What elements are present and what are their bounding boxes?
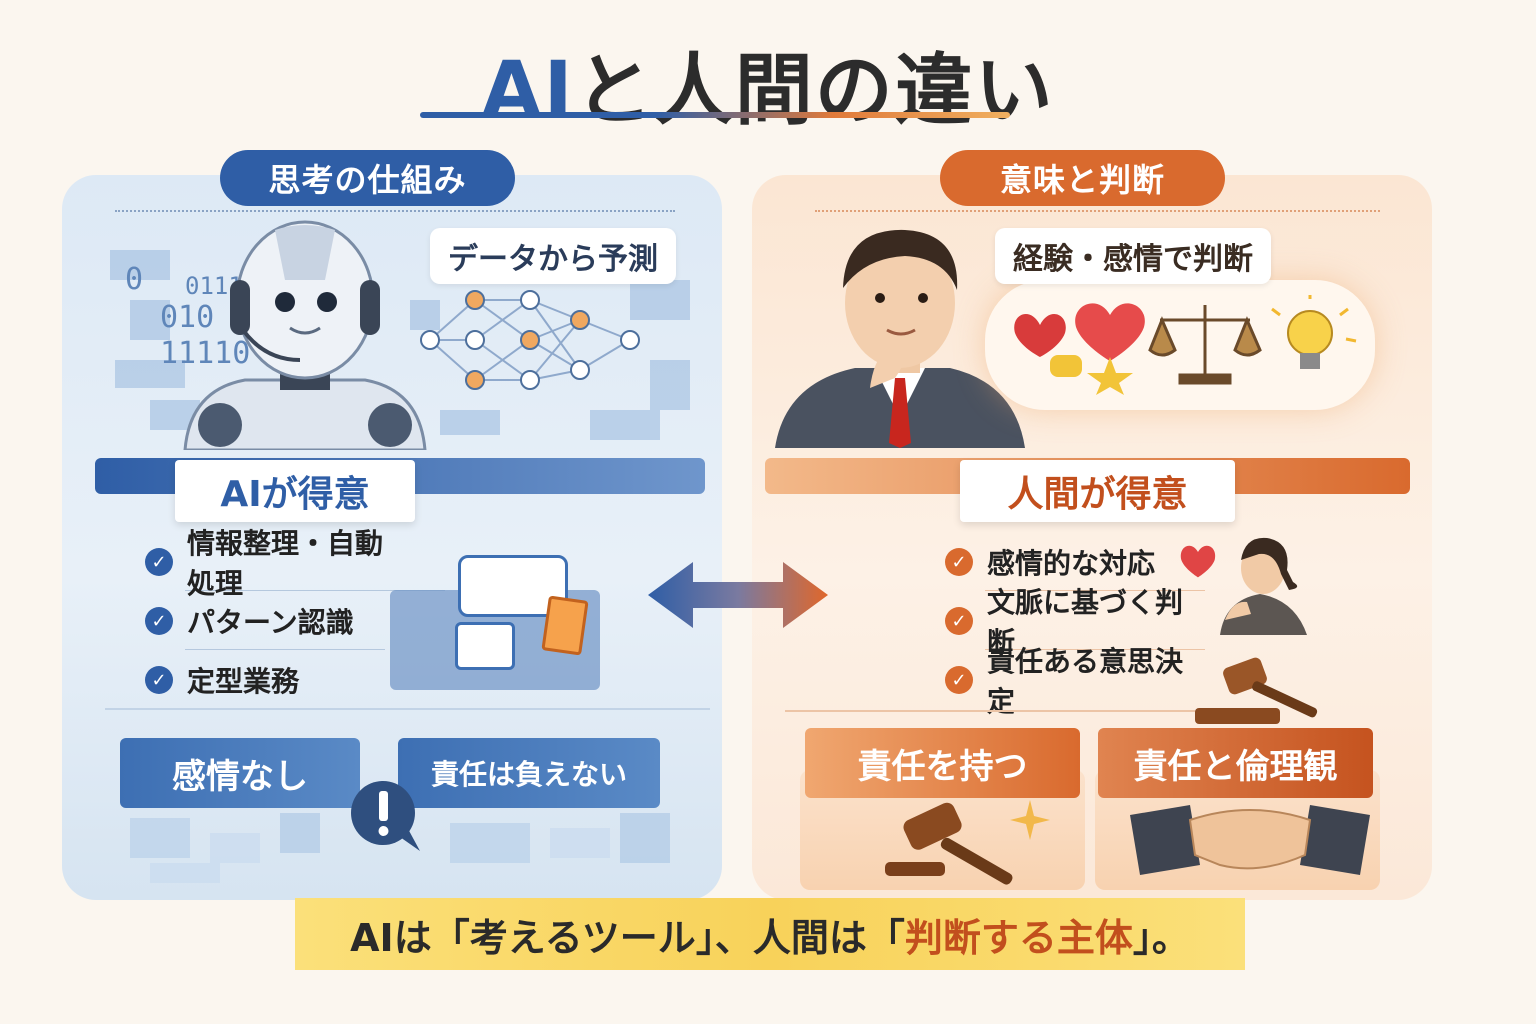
- gavel-icon: [1195, 657, 1318, 724]
- binary-line: 0: [125, 262, 144, 297]
- emotion-icons: [1014, 295, 1357, 395]
- title-underline: [420, 112, 1010, 118]
- list-item-label: パターン認識: [187, 606, 354, 639]
- star-icon: [1087, 357, 1133, 395]
- ai-thinking-header: 思考の仕組み: [220, 150, 515, 206]
- summary-text: 」、人間は「: [695, 915, 905, 960]
- divider: [185, 649, 385, 650]
- divider: [185, 590, 445, 591]
- list-item: ✓ 情報整理・自動処理: [145, 527, 385, 600]
- summary-text: 」。: [1132, 915, 1190, 960]
- list-item: ✓ 責任ある意思決定: [945, 645, 1205, 718]
- no-emotion-label: 感情なし: [120, 738, 360, 808]
- divider: [985, 590, 1205, 591]
- check-icon: ✓: [945, 548, 973, 576]
- responsibility-ethics-label: 責任と倫理観: [1098, 728, 1373, 798]
- human-strength-list: ✓ 感情的な対応 ✓ 文脈に基づく判断 ✓ 責任ある意思決定: [945, 540, 1205, 718]
- heart-icon: [1075, 303, 1145, 361]
- list-item-label: 情報整理・自動処理: [187, 527, 384, 600]
- pixel-decoration: [110, 240, 700, 450]
- list-item-label: 定型業務: [187, 665, 300, 698]
- exclamation-icon: [351, 781, 420, 851]
- scale-icon: [1148, 305, 1262, 385]
- check-icon: ✓: [945, 607, 973, 635]
- document-icon: [455, 622, 515, 670]
- list-item: ✓ パターン認識: [145, 599, 385, 643]
- heart-icon: [1180, 545, 1216, 578]
- divider: [985, 649, 1205, 650]
- check-icon: ✓: [145, 666, 173, 694]
- two-way-arrow-icon: [648, 562, 828, 628]
- take-responsibility-label: 責任を持つ: [805, 728, 1080, 798]
- list-item: ✓ 文脈に基づく判断: [945, 586, 1205, 659]
- list-item-label: 責任ある意思決定: [987, 645, 1184, 718]
- businessman-icon: [775, 229, 1025, 448]
- human-meaning-header: 意味と判断: [940, 150, 1225, 206]
- divider: [105, 708, 710, 710]
- no-responsibility-label: 責任は負えない: [398, 738, 660, 808]
- ai-speech-bubble: データから予測: [430, 228, 676, 284]
- gavel-icon: [885, 802, 1013, 885]
- summary-text: AIは「: [350, 915, 470, 960]
- robot-icon: [183, 220, 427, 450]
- summary-highlight: 判断する主体: [904, 915, 1133, 960]
- check-icon: ✓: [945, 666, 973, 694]
- page-title: AIと人間の違い: [481, 46, 1055, 136]
- ai-strength-list: ✓ 情報整理・自動処理 ✓ パターン認識 ✓ 定型業務: [145, 527, 445, 702]
- heart-icon: [1014, 313, 1066, 357]
- human-strength-title: 人間が得意: [960, 460, 1235, 522]
- list-item-label: 感情的な対応: [987, 547, 1156, 580]
- sparkle-icon: [1010, 800, 1050, 840]
- human-speech-bubble: 経験・感情で判断: [995, 228, 1271, 284]
- list-item: ✓ 感情的な対応: [945, 540, 1205, 584]
- pixel-decoration: [120, 808, 680, 888]
- check-icon: ✓: [145, 607, 173, 635]
- binary-line: 010: [160, 300, 215, 335]
- divider: [815, 210, 1380, 212]
- binary-data: 0: [125, 262, 143, 298]
- chat-icon: [1050, 355, 1082, 377]
- neural-network-icon: [420, 290, 640, 390]
- document-icon: [541, 595, 589, 656]
- ai-strength-title: AIが得意: [175, 460, 415, 522]
- check-icon: ✓: [145, 548, 173, 576]
- summary-banner: AIは「考えるツール」、人間は「判断する主体」。: [295, 898, 1245, 970]
- woman-icon: [1220, 537, 1307, 635]
- list-item: ✓ 定型業務: [145, 658, 385, 702]
- binary-line: 11110: [160, 336, 251, 371]
- lightbulb-icon: [1271, 295, 1357, 369]
- divider: [115, 210, 675, 212]
- handshake-icon: [1130, 805, 1370, 875]
- list-item-label: 文脈に基づく判断: [987, 586, 1184, 659]
- divider: [785, 710, 1195, 712]
- summary-text: 考えるツール: [469, 915, 696, 960]
